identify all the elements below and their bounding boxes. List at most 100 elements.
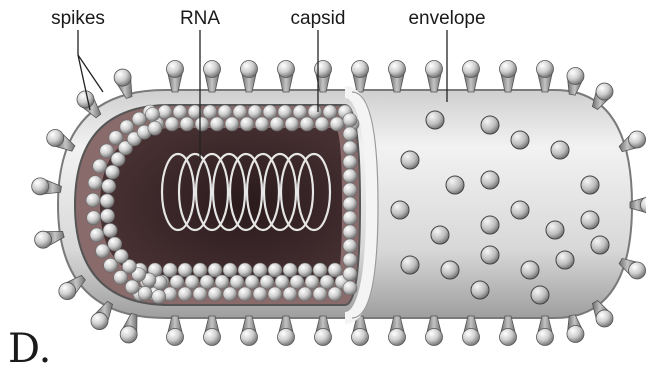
- capsomere-71: [138, 286, 152, 300]
- capsomere-61: [208, 287, 222, 301]
- capsomere-45: [185, 275, 199, 289]
- capsomere-7: [248, 105, 262, 119]
- capsomere-84: [132, 112, 146, 126]
- panel-letter: D.: [8, 326, 51, 372]
- capsomere-25: [315, 117, 329, 131]
- surface-spike-20: [471, 281, 489, 299]
- capsomere-52: [290, 275, 304, 289]
- surface-spike-4: [446, 176, 464, 194]
- capsomere-18: [210, 117, 224, 131]
- spike-18: [426, 316, 443, 346]
- capsomere-40: [313, 263, 327, 277]
- spike-36: [567, 315, 584, 343]
- label-spikes: spikes: [51, 8, 105, 29]
- capsomere-5: [218, 105, 232, 119]
- capsomere-19: [225, 117, 239, 131]
- capsomere-23: [285, 117, 299, 131]
- capsomere-65: [268, 287, 282, 301]
- spike-10: [537, 61, 554, 93]
- capsomere-77: [87, 211, 101, 225]
- capsomere-20: [240, 117, 254, 131]
- surface-spike-21: [531, 286, 549, 304]
- capsomere-54: [320, 275, 334, 289]
- capsomere-26: [330, 117, 344, 131]
- capsomere-64: [253, 287, 267, 301]
- label-capsid: capsid: [291, 8, 346, 29]
- spike-29: [120, 313, 137, 343]
- surface-spike-5: [481, 171, 499, 189]
- capsomere-12: [323, 105, 337, 119]
- spike-12: [204, 316, 221, 346]
- capsomere-16: [180, 117, 194, 131]
- spike-34: [592, 300, 613, 326]
- capsomere-15: [165, 117, 179, 131]
- capsomere-94: [100, 194, 114, 208]
- capsomere-93: [101, 209, 115, 223]
- capsomere-68: [313, 287, 327, 301]
- capsomere-108: [343, 197, 357, 211]
- capsomere-41: [328, 263, 342, 277]
- capsomere-24: [300, 117, 314, 131]
- capsomere-47: [215, 275, 229, 289]
- spike-7: [426, 61, 443, 93]
- surface-spike-2: [511, 131, 529, 149]
- capsomere-111: [343, 239, 357, 253]
- capsomere-2: [173, 105, 187, 119]
- capsomere-78: [86, 193, 100, 207]
- capsomere-110: [343, 225, 357, 239]
- capsomere-6: [233, 105, 247, 119]
- capsomere-51: [275, 275, 289, 289]
- capsomere-33: [208, 263, 222, 277]
- spike-8: [463, 61, 480, 93]
- spike-9: [500, 61, 517, 93]
- capsomere-39: [298, 263, 312, 277]
- surface-spike-6: [551, 141, 569, 159]
- capsomere-67: [298, 287, 312, 301]
- surface-spike-12: [546, 221, 564, 239]
- label-rna: RNA: [180, 8, 220, 29]
- spike-11: [167, 316, 184, 346]
- capsomere-75: [96, 244, 110, 258]
- surface-spike-13: [581, 211, 599, 229]
- spike-27: [91, 301, 113, 329]
- surface-spike-0: [426, 111, 444, 129]
- surface-spike-7: [581, 176, 599, 194]
- capsomere-48: [230, 275, 244, 289]
- spike-13: [241, 316, 258, 346]
- spike-19: [463, 316, 480, 346]
- capsomere-79: [88, 176, 102, 190]
- capsomere-60: [193, 287, 207, 301]
- capsomere-96: [105, 165, 119, 179]
- surface-spike-15: [441, 261, 459, 279]
- capsomere-72: [125, 280, 139, 294]
- capsomere-104: [343, 141, 357, 155]
- spike-2: [241, 61, 258, 93]
- capsomere-90: [114, 249, 128, 263]
- capsomere-101: [148, 121, 162, 135]
- surface-spike-8: [391, 201, 409, 219]
- capsomere-106: [343, 169, 357, 183]
- capsomere-62: [223, 287, 237, 301]
- capsomere-30: [163, 263, 177, 277]
- surface-spike-11: [511, 201, 529, 219]
- capsomere-109: [343, 211, 357, 225]
- capsomere-8: [263, 105, 277, 119]
- capsomere-91: [108, 237, 122, 251]
- surface-spike-17: [521, 261, 539, 279]
- spike-35: [567, 67, 584, 95]
- spike-28: [114, 69, 132, 98]
- capsomere-36: [253, 263, 267, 277]
- capsomere-85: [145, 107, 159, 121]
- capsomere-69: [328, 287, 342, 301]
- capsomere-1: [158, 105, 172, 119]
- capsomere-102: [343, 113, 357, 127]
- capsomere-31: [178, 263, 192, 277]
- capsomere-50: [260, 275, 274, 289]
- capsomere-34: [223, 263, 237, 277]
- spike-24: [35, 231, 65, 248]
- surface-spike-14: [401, 256, 419, 274]
- spike-15: [315, 316, 332, 346]
- capsomere-46: [200, 275, 214, 289]
- capsid-interior: [100, 128, 342, 282]
